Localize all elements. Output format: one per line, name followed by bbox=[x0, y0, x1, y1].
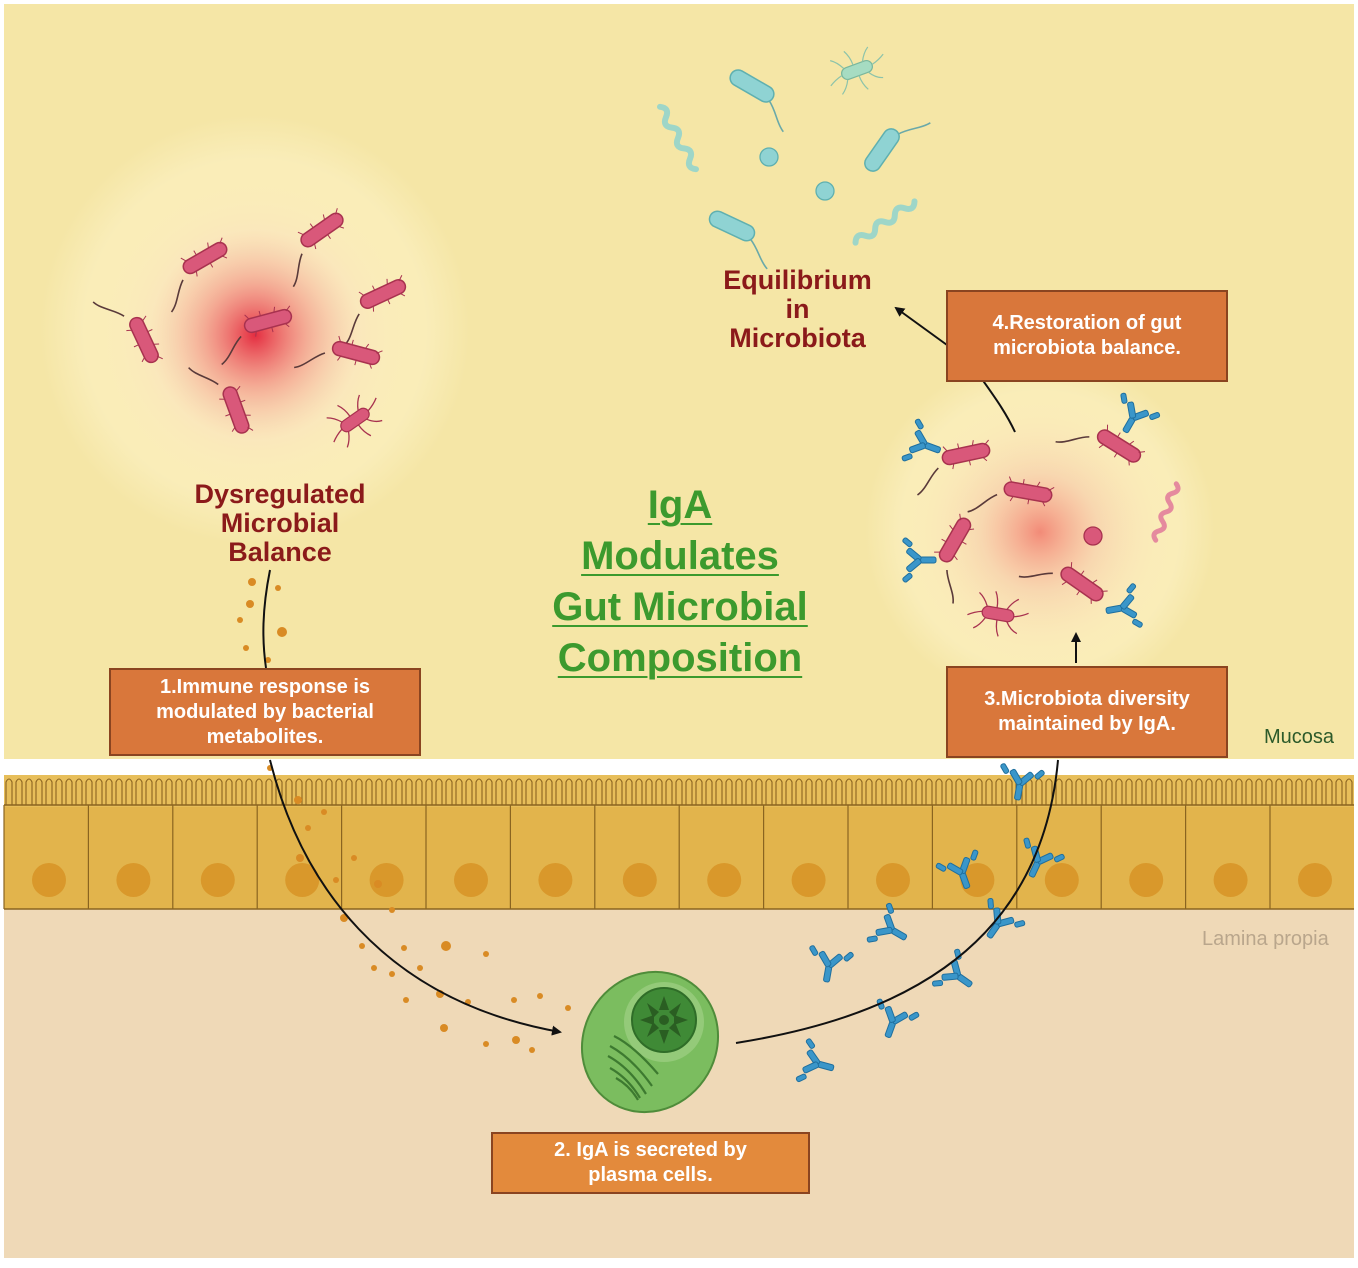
step-1-box: 1.Immune response is modulated by bacter… bbox=[109, 668, 421, 756]
metabolite-dot bbox=[511, 997, 517, 1003]
metabolite-dot bbox=[237, 617, 243, 623]
metabolite-dot bbox=[305, 825, 311, 831]
metabolite-dot bbox=[333, 877, 339, 883]
metabolite-dot bbox=[248, 578, 256, 586]
metabolite-dot bbox=[321, 809, 327, 815]
metabolite-dot bbox=[441, 941, 451, 951]
metabolite-dot bbox=[537, 993, 543, 999]
lamina-propria-zone-label: Lamina propia bbox=[1202, 928, 1329, 950]
iga-coated-microbe-cluster bbox=[865, 355, 1215, 705]
metabolite-dot bbox=[371, 965, 377, 971]
metabolite-dot bbox=[296, 854, 304, 862]
metabolite-dot bbox=[483, 1041, 489, 1047]
cell-nucleus bbox=[1298, 863, 1332, 897]
cell-nucleus bbox=[369, 863, 404, 897]
cell-nucleus bbox=[960, 863, 995, 897]
cell-nucleus bbox=[1213, 863, 1248, 897]
cell-nucleus bbox=[116, 863, 151, 897]
cell-nucleus bbox=[707, 863, 742, 897]
cell-nucleus bbox=[791, 863, 826, 897]
metabolite-dot bbox=[351, 855, 357, 861]
equilibrium-label: Equilibrium in Microbiota bbox=[723, 265, 872, 353]
metabolite-dot bbox=[403, 997, 409, 1003]
metabolite-dot bbox=[401, 945, 407, 951]
dysregulated-balance-label: Dysregulated Microbial Balance bbox=[194, 479, 366, 567]
step-4-box: 4.Restoration of gut microbiota balance. bbox=[946, 290, 1228, 382]
cell-nucleus bbox=[1044, 863, 1079, 897]
cell-nucleus bbox=[454, 863, 488, 897]
metabolite-dot bbox=[529, 1047, 535, 1053]
metabolite-dot bbox=[359, 943, 365, 949]
dysregulated-microbe-cluster bbox=[40, 115, 470, 545]
metabolite-dot bbox=[294, 796, 302, 804]
cell-nucleus bbox=[1129, 863, 1164, 897]
metabolite-dot bbox=[277, 627, 287, 637]
bacterial-metabolites bbox=[237, 578, 571, 1053]
equilibrium-microbe-cluster bbox=[657, 38, 932, 270]
metabolite-dot bbox=[440, 1024, 448, 1032]
metabolite-dot bbox=[483, 951, 489, 957]
cell-nucleus bbox=[622, 863, 657, 897]
metabolite-dot bbox=[389, 971, 395, 977]
plasma-cell bbox=[580, 970, 720, 1114]
step-2-box: 2. IgA is secreted by plasma cells. bbox=[491, 1132, 810, 1194]
metabolite-dot bbox=[417, 965, 423, 971]
metabolite-dot bbox=[565, 1005, 571, 1011]
metabolite-dot bbox=[512, 1036, 520, 1044]
step-3-box: 3.Microbiota diversity maintained by IgA… bbox=[946, 666, 1228, 758]
process-arrows bbox=[262, 306, 1081, 1044]
cell-nucleus bbox=[285, 863, 320, 897]
cell-nucleus bbox=[538, 863, 573, 897]
metabolite-dot bbox=[265, 657, 271, 663]
cell-nucleus bbox=[200, 863, 235, 897]
main-title: IgA Modulates Gut Microbial Composition bbox=[552, 483, 808, 680]
metabolite-dot bbox=[275, 585, 281, 591]
metabolite-dot bbox=[389, 907, 395, 913]
cell-nucleus bbox=[876, 863, 910, 897]
metabolite-dot bbox=[243, 645, 249, 651]
cell-nucleus bbox=[32, 863, 66, 897]
epithelium-layer bbox=[3, 775, 1354, 910]
metabolite-dot bbox=[374, 880, 382, 888]
mucosa-zone-label: Mucosa bbox=[1264, 726, 1335, 748]
metabolite-dot bbox=[246, 600, 254, 608]
